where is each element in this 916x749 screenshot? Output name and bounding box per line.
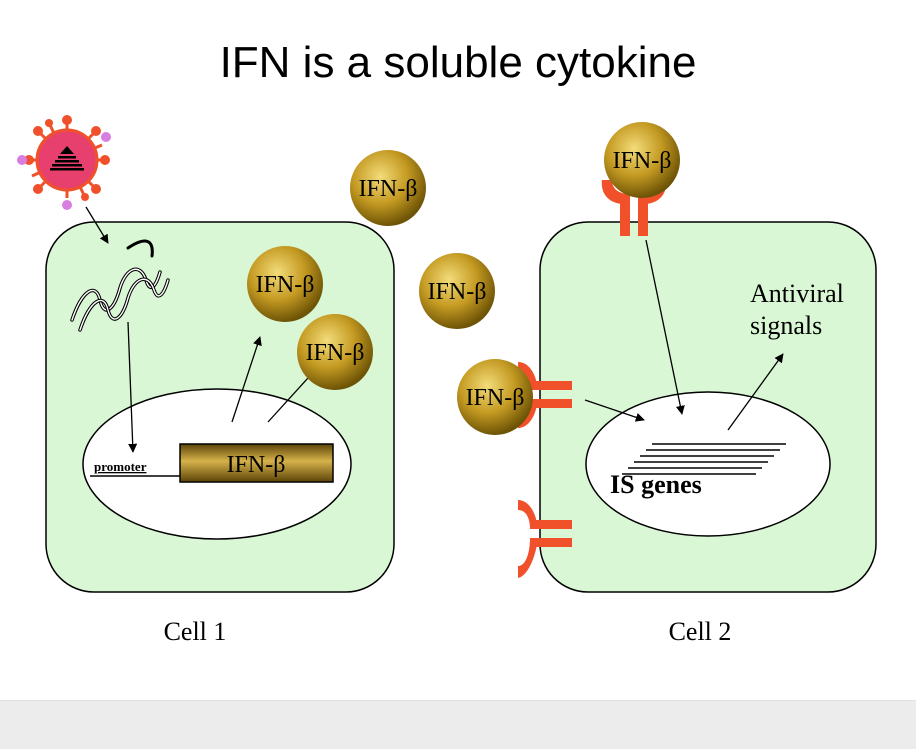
viral-rna-helix-icon xyxy=(70,239,170,332)
antiviral-label-line1: Antiviral xyxy=(750,279,844,308)
cell-2-label: Cell 2 xyxy=(669,617,732,646)
slide-title: IFN is a soluble cytokine xyxy=(219,38,697,87)
svg-text:IFN-β: IFN-β xyxy=(428,279,487,305)
ifn-beta-molecule: IFN-β xyxy=(297,314,373,390)
antiviral-label-line2: signals xyxy=(750,311,822,340)
is-genes-lines xyxy=(622,443,786,475)
is-genes-label: IS genes xyxy=(610,470,702,499)
ifn-beta-molecule: IFN-β xyxy=(419,253,495,329)
ifn-beta-molecule: IFN-β xyxy=(350,150,426,226)
cell-1-label: Cell 1 xyxy=(164,617,227,646)
receptor-bottom xyxy=(518,500,572,578)
slide: IFN is a soluble cytokine xyxy=(17,38,877,646)
promoter-label: promoter xyxy=(94,459,147,474)
virus-icon xyxy=(17,115,111,210)
ifn-diagram: promoter IFN-β IFN-β IFN-β IFN-β IFN-β xyxy=(17,115,877,646)
ifn-beta-bound-top: IFN-β xyxy=(604,122,680,198)
ifn-beta-gene xyxy=(179,443,334,483)
nucleus-cell-2 xyxy=(585,391,831,537)
ifn-beta-molecule: IFN-β xyxy=(247,246,323,322)
svg-text:IFN-β: IFN-β xyxy=(466,385,525,411)
svg-text:IFN-β: IFN-β xyxy=(306,340,365,366)
gene-label: IFN-β xyxy=(227,452,286,478)
footer-bar xyxy=(0,700,916,749)
svg-text:IFN-β: IFN-β xyxy=(359,176,418,202)
svg-text:IFN-β: IFN-β xyxy=(613,148,672,174)
svg-text:IFN-β: IFN-β xyxy=(256,272,315,298)
ifn-beta-bound-middle: IFN-β xyxy=(457,359,533,435)
